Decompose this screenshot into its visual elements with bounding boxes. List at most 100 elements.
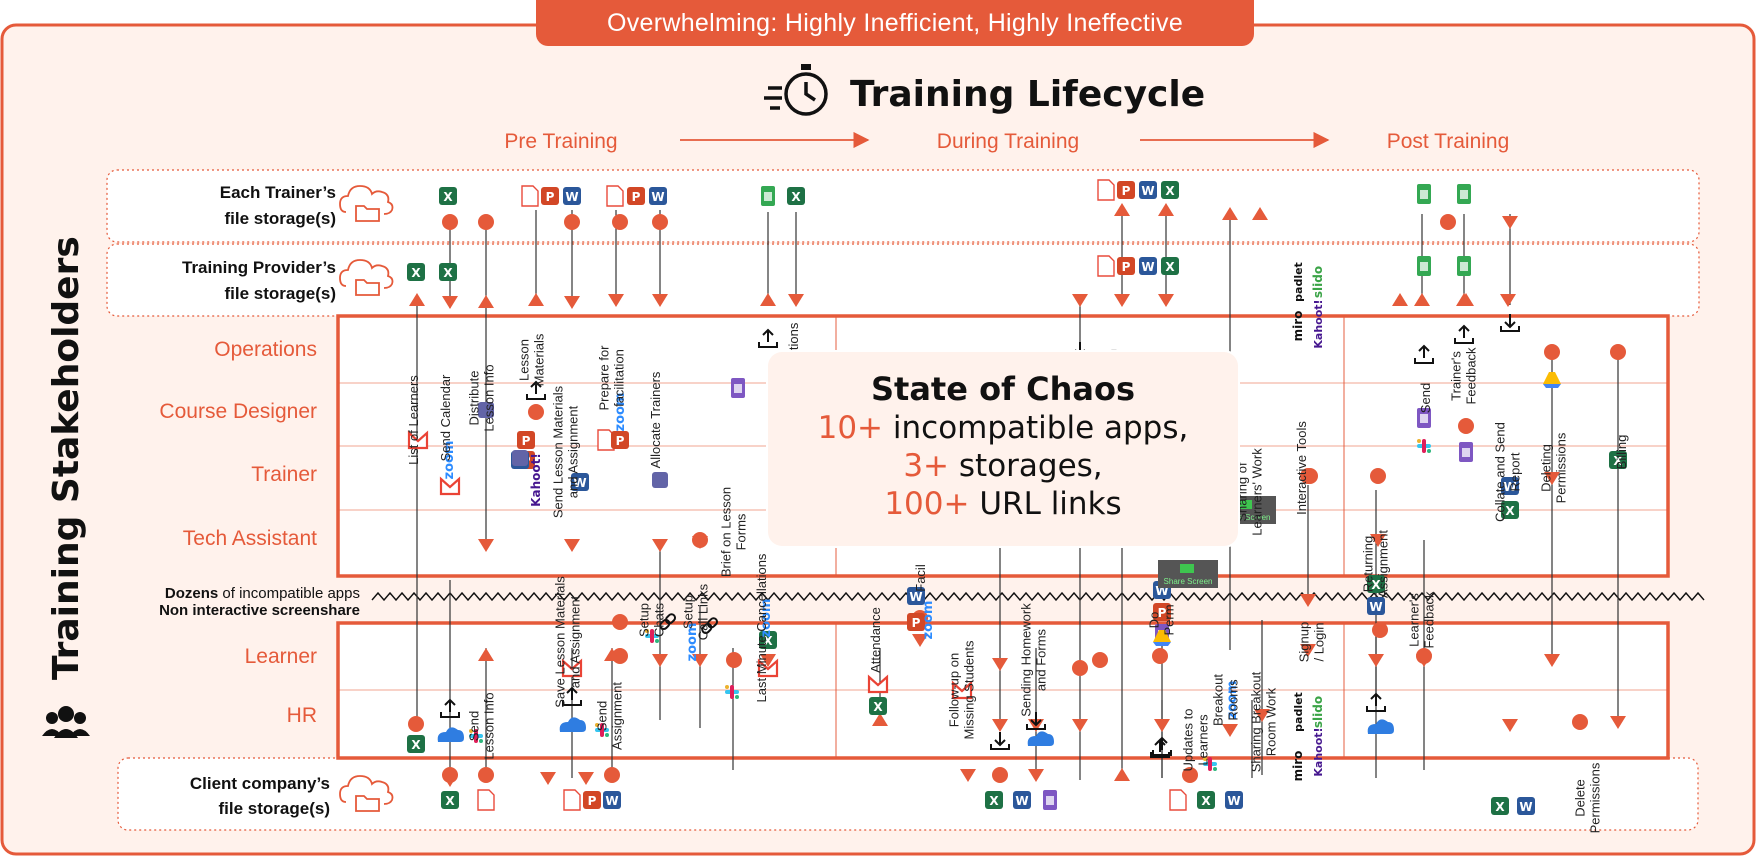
- ppt-icon: P: [517, 431, 535, 449]
- sheets-icon: [1457, 256, 1471, 276]
- flow-dot: [478, 767, 494, 783]
- sheets-icon: [1457, 184, 1471, 204]
- task-label: Signup: [1297, 622, 1312, 662]
- trainer-storage-label: Each Trainer’s: [220, 183, 336, 202]
- flow-dot: [1152, 648, 1168, 664]
- pdf-icon: [1169, 789, 1187, 811]
- task-label: Returning: [1361, 536, 1376, 592]
- flow-dot: [1572, 714, 1588, 730]
- task-label: Permissions: [1588, 762, 1603, 833]
- word-icon: W: [1013, 791, 1031, 809]
- flow-arrow-down: [442, 296, 458, 309]
- stopwatch-icon: [764, 64, 828, 116]
- zigzag-divider: [371, 591, 1705, 602]
- flow-arrow-down: [1114, 294, 1130, 307]
- upload-icon: [562, 686, 582, 706]
- flow-arrow-up: [604, 648, 620, 661]
- cloud-drive-icon: [1027, 731, 1054, 746]
- flow-arrow-down: [1416, 654, 1432, 667]
- task-label: Lesson: [517, 339, 532, 381]
- slido-logo: slido: [1311, 696, 1325, 728]
- trainer-storage-lane: [106, 169, 1700, 243]
- role-label: Operations: [214, 338, 317, 361]
- svg-text:P: P: [616, 434, 625, 448]
- task-label: Report: [1508, 452, 1523, 491]
- ppt-icon: P: [1153, 603, 1171, 621]
- forms-icon: [1043, 790, 1057, 810]
- flow-arrow-up: [409, 293, 425, 306]
- cloud-drive-icon: [559, 717, 586, 732]
- slack-icon: [1203, 757, 1217, 771]
- flow-arrow-up: [1458, 293, 1474, 306]
- svg-text:X: X: [1613, 454, 1623, 468]
- flow-arrow-down: [564, 539, 580, 552]
- svg-text:W: W: [1015, 794, 1028, 808]
- pdf-icon: [521, 185, 539, 207]
- flow-dot: [652, 214, 668, 230]
- flow-arrow-up: [1392, 293, 1408, 306]
- svg-text:P: P: [546, 190, 555, 204]
- flow-arrow-up: [478, 648, 494, 661]
- phase-during-training: During Training: [937, 130, 1079, 153]
- task-label: Deleting: [1539, 444, 1554, 492]
- kahoot-logo: Kahoot!: [529, 453, 543, 507]
- task-label: Last Minute Cancellations: [754, 553, 769, 702]
- task-label: Send: [467, 711, 482, 741]
- task-label: Send Lesson Materials: [551, 385, 566, 518]
- task-label: ations: [786, 322, 801, 357]
- padlet-logo: padlet: [1292, 692, 1305, 732]
- word-icon: W: [1139, 181, 1157, 199]
- padlet-logo: padlet: [1292, 262, 1305, 302]
- svg-text:P: P: [588, 794, 597, 808]
- svg-text:W: W: [1503, 480, 1516, 494]
- excel-icon: X: [869, 697, 887, 715]
- svg-text:X: X: [411, 738, 421, 752]
- gmail-icon: [757, 658, 779, 678]
- task-label: Billing: [1614, 435, 1629, 470]
- svg-text:X: X: [1165, 184, 1175, 198]
- teams-icon: [478, 402, 494, 418]
- upload-icon: [1454, 324, 1474, 344]
- svg-text:X: X: [1371, 578, 1381, 592]
- zoom-logo: zoom: [685, 623, 700, 662]
- flow-arrow-down: [1368, 654, 1384, 667]
- flow-dot: [1544, 344, 1560, 360]
- task-label: Trainer's: [1449, 351, 1464, 401]
- zoom-logo: zoom: [921, 601, 936, 640]
- task-label: Brief on Lesson: [719, 487, 734, 577]
- svg-text:Share Screen: Share Screen: [1164, 577, 1213, 586]
- sheets-icon: [1417, 184, 1431, 204]
- svg-text:W: W: [1369, 600, 1382, 614]
- svg-text:X: X: [411, 266, 421, 280]
- task-label: Learner's: [1407, 593, 1422, 647]
- flow-dot: [478, 214, 494, 230]
- chaos-line-links: 100+ URL links: [768, 486, 1238, 522]
- flow-dot: [564, 214, 580, 230]
- client-storage-label: Client company’s: [190, 774, 330, 793]
- gmail-icon: [867, 674, 889, 694]
- download-icon: [990, 732, 1010, 750]
- word-icon: W: [1139, 257, 1157, 275]
- phase-pre-training: Pre Training: [504, 130, 617, 153]
- task-label: Delete: [1573, 779, 1588, 817]
- word-icon: W: [649, 187, 667, 205]
- zoom-logo: zoom: [759, 599, 774, 638]
- flow-arrow-down: [760, 654, 776, 667]
- flow-dot: [604, 767, 620, 783]
- flow-arrow-down: [1028, 769, 1044, 782]
- trainer-storage-label: file storage(s): [225, 209, 336, 228]
- word-icon: W: [1501, 477, 1519, 495]
- role-label: Tech Assistant: [183, 527, 317, 550]
- task-label: Save Lesson Materials: [553, 576, 568, 708]
- task-label: Attendance: [868, 607, 883, 673]
- excel-icon: X: [407, 735, 425, 753]
- side-title: Training Stakeholders: [46, 236, 87, 680]
- task-label: Allocate Trainers: [648, 371, 663, 468]
- ppt-icon: P: [1117, 257, 1135, 275]
- task-label: Sharing of: [1235, 462, 1250, 522]
- chaos-storages-count: 3+: [903, 448, 950, 484]
- share-screen-chip: Share Screen: [1158, 560, 1218, 588]
- upload-icon: [1152, 736, 1172, 756]
- task-label: Learners: [1196, 714, 1211, 766]
